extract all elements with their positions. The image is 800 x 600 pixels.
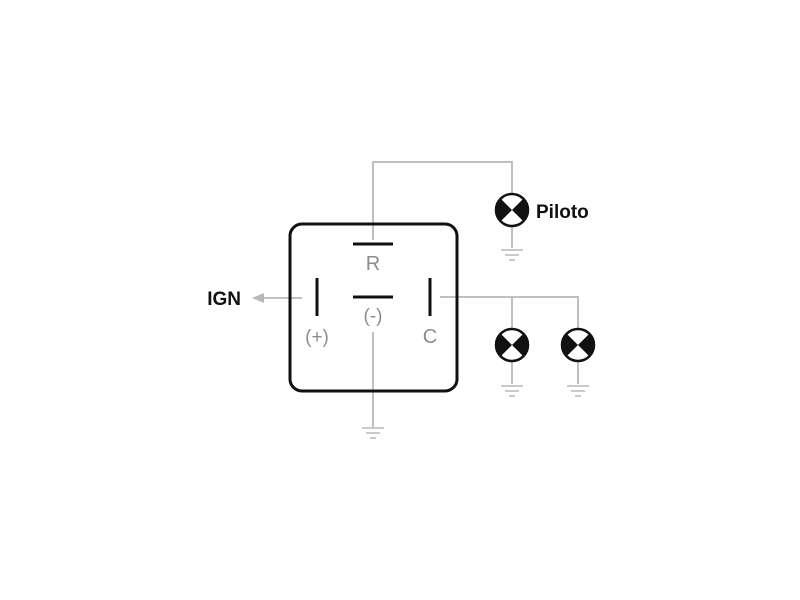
ground-icon: [361, 427, 385, 439]
relay-box: [288, 222, 459, 393]
piloto-label: Piloto: [536, 202, 589, 223]
ign-arrow-icon: [252, 293, 264, 303]
ground-icon: [500, 385, 524, 397]
ign-label: IGN: [207, 289, 241, 310]
terminal-minus-label: (-): [364, 306, 383, 327]
terminal-plus-label: (+): [305, 327, 329, 348]
wire-c-to-lamps: [440, 296, 579, 329]
wires: [262, 161, 579, 427]
terminal-r-label: R: [366, 253, 380, 275]
ground-icon: [500, 249, 524, 261]
terminal-c-label: C: [423, 326, 437, 348]
wire-r-to-pilot: [372, 161, 513, 240]
turn-lamp-icon: [560, 327, 596, 363]
turn-lamp-icon: [494, 327, 530, 363]
ground-icon: [566, 385, 590, 397]
pilot-lamp-icon: [494, 192, 530, 228]
